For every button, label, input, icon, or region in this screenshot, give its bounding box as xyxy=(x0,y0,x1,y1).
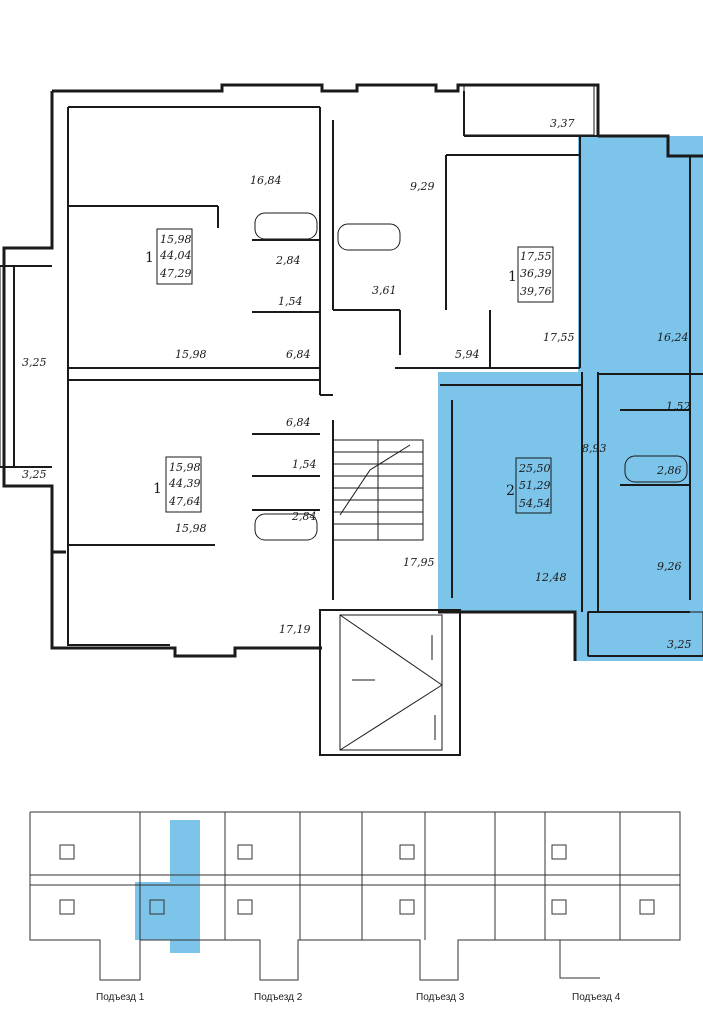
room-label: 12,48 xyxy=(535,571,567,584)
svg-text:44,39: 44,39 xyxy=(168,477,201,490)
room-label: 9,29 xyxy=(410,180,435,193)
room-label: 17,19 xyxy=(279,623,311,636)
bathtubs xyxy=(254,212,688,541)
outer-walls xyxy=(2,83,703,661)
room-label: 1,54 xyxy=(278,295,303,308)
svg-text:1: 1 xyxy=(145,250,154,266)
room-label: 9,26 xyxy=(657,560,682,573)
svg-text:1: 1 xyxy=(508,269,517,285)
room-label: 17,95 xyxy=(403,556,435,569)
highlighted-apartment[interactable] xyxy=(438,136,703,661)
room-label: 6,84 xyxy=(286,348,311,361)
room-label: 6,84 xyxy=(286,416,311,429)
svg-text:39,76: 39,76 xyxy=(520,285,552,298)
entrance-label-1: Подъезд 1 xyxy=(96,992,145,1003)
room-label: 2,84 xyxy=(275,254,301,267)
apt1-info[interactable]: 1 15,98 44,04 47,29 xyxy=(145,228,193,285)
room-label: 3,25 xyxy=(22,468,47,481)
apt3-info[interactable]: 1 15,98 44,39 47,64 xyxy=(153,456,202,513)
svg-text:17,55: 17,55 xyxy=(520,250,552,263)
entrance-block xyxy=(319,609,461,756)
room-label: 3,25 xyxy=(22,356,47,369)
room-label: 17,55 xyxy=(543,331,575,344)
staircase xyxy=(332,439,424,541)
svg-text:47,29: 47,29 xyxy=(159,267,192,280)
room-label: 3,25 xyxy=(667,638,692,651)
svg-text:1: 1 xyxy=(153,481,162,497)
svg-text:2: 2 xyxy=(506,483,515,499)
key-plan xyxy=(29,811,681,981)
svg-text:54,54: 54,54 xyxy=(519,497,551,510)
svg-text:51,29: 51,29 xyxy=(519,479,551,492)
room-label: 8,93 xyxy=(582,442,607,455)
room-label: 15,98 xyxy=(175,348,207,361)
room-label: 16,84 xyxy=(250,174,282,187)
room-labels: 16,84 9,29 3,37 2,84 1,54 3,61 15,98 6,8… xyxy=(22,117,692,651)
svg-text:15,98: 15,98 xyxy=(169,461,201,474)
room-label: 1,54 xyxy=(292,458,317,471)
svg-text:25,50: 25,50 xyxy=(518,462,551,475)
room-label: 2,84 xyxy=(291,510,317,523)
room-label: 15,98 xyxy=(175,522,207,535)
svg-text:36,39: 36,39 xyxy=(520,267,552,280)
svg-text:44,04: 44,04 xyxy=(159,249,192,262)
entrance-label-2: Подъезд 2 xyxy=(254,992,303,1003)
apt4-info[interactable]: 2 25,50 51,29 54,54 xyxy=(506,457,552,514)
room-label: 1,52 xyxy=(666,400,691,413)
entrance-label-4: Подъезд 4 xyxy=(572,992,621,1003)
inner-walls xyxy=(0,91,703,657)
room-label: 3,37 xyxy=(550,117,575,130)
entrance-label-3: Подъезд 3 xyxy=(416,992,465,1003)
loggias xyxy=(0,84,703,657)
room-label: 16,24 xyxy=(657,331,689,344)
room-label: 2,86 xyxy=(656,464,682,477)
room-label: 5,94 xyxy=(455,348,480,361)
svg-text:47,64: 47,64 xyxy=(168,495,201,508)
svg-text:15,98: 15,98 xyxy=(160,233,192,246)
apt2-info[interactable]: 1 17,55 36,39 39,76 xyxy=(508,246,554,303)
room-label: 3,61 xyxy=(372,284,397,297)
